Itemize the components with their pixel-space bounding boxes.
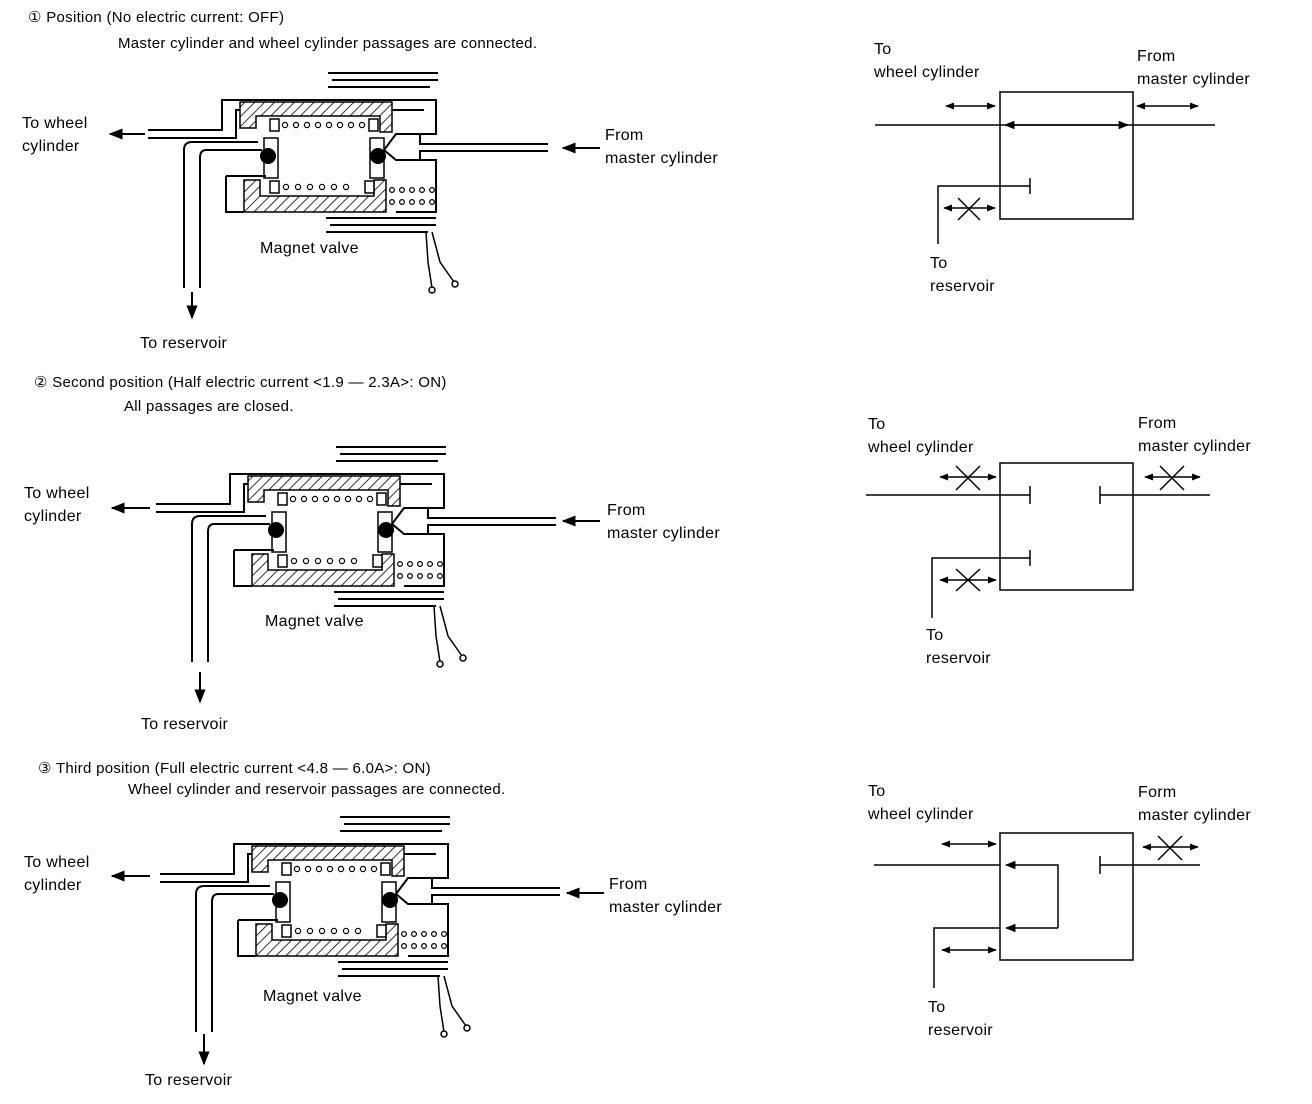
section-2-title: ② Second position (Half electric current… [34,374,447,391]
schematic-label-to-wheel: To wheel cylinder [868,416,974,456]
section-3-subtitle: Wheel cylinder and reservoir passages ar… [128,781,506,798]
schematic-label-from-master: From master cylinder [1138,415,1251,455]
label-from-master-cylinder: From master cylinder [607,502,720,542]
label-from-master-cylinder: From master cylinder [605,127,718,167]
label-to-reservoir: To reservoir [145,1072,233,1089]
label-to-reservoir: To reservoir [140,335,228,352]
section-2-subtitle: All passages are closed. [124,398,294,415]
label-to-reservoir: To reservoir [141,716,229,733]
schematic-label-to-wheel: To wheel cylinder [868,783,974,823]
valve-diagram-2 [110,446,600,704]
schematic-label-to-wheel: To wheel cylinder [874,41,980,81]
valve-diagram-3 [110,816,604,1066]
label-magnet-valve: Magnet valve [265,613,364,630]
section-1-title: ① Position (No electric current: OFF) [28,9,285,26]
schematic-label-to-reservoir: To reservoir [926,627,991,667]
schematic-label-from-master: Form master cylinder [1138,784,1251,824]
label-magnet-valve: Magnet valve [263,988,362,1005]
label-from-master-cylinder: From master cylinder [609,876,722,916]
label-to-wheel-cylinder: To wheel cylinder [24,485,90,525]
schematic-2 [866,462,1210,618]
label-magnet-valve: Magnet valve [260,240,359,257]
section-1-subtitle: Master cylinder and wheel cylinder passa… [118,35,538,52]
schematic-label-to-reservoir: To reservoir [930,255,995,295]
schematic-1 [875,91,1215,244]
schematic-label-to-reservoir: To reservoir [928,999,993,1039]
label-to-wheel-cylinder: To wheel cylinder [24,854,90,894]
schematic-label-from-master: From master cylinder [1137,48,1250,88]
section-3-title: ③ Third position (Full electric current … [38,760,431,777]
schematic-3 [874,832,1200,988]
valve-diagram-1 [108,72,600,320]
label-to-wheel-cylinder: To wheel cylinder [22,115,88,155]
